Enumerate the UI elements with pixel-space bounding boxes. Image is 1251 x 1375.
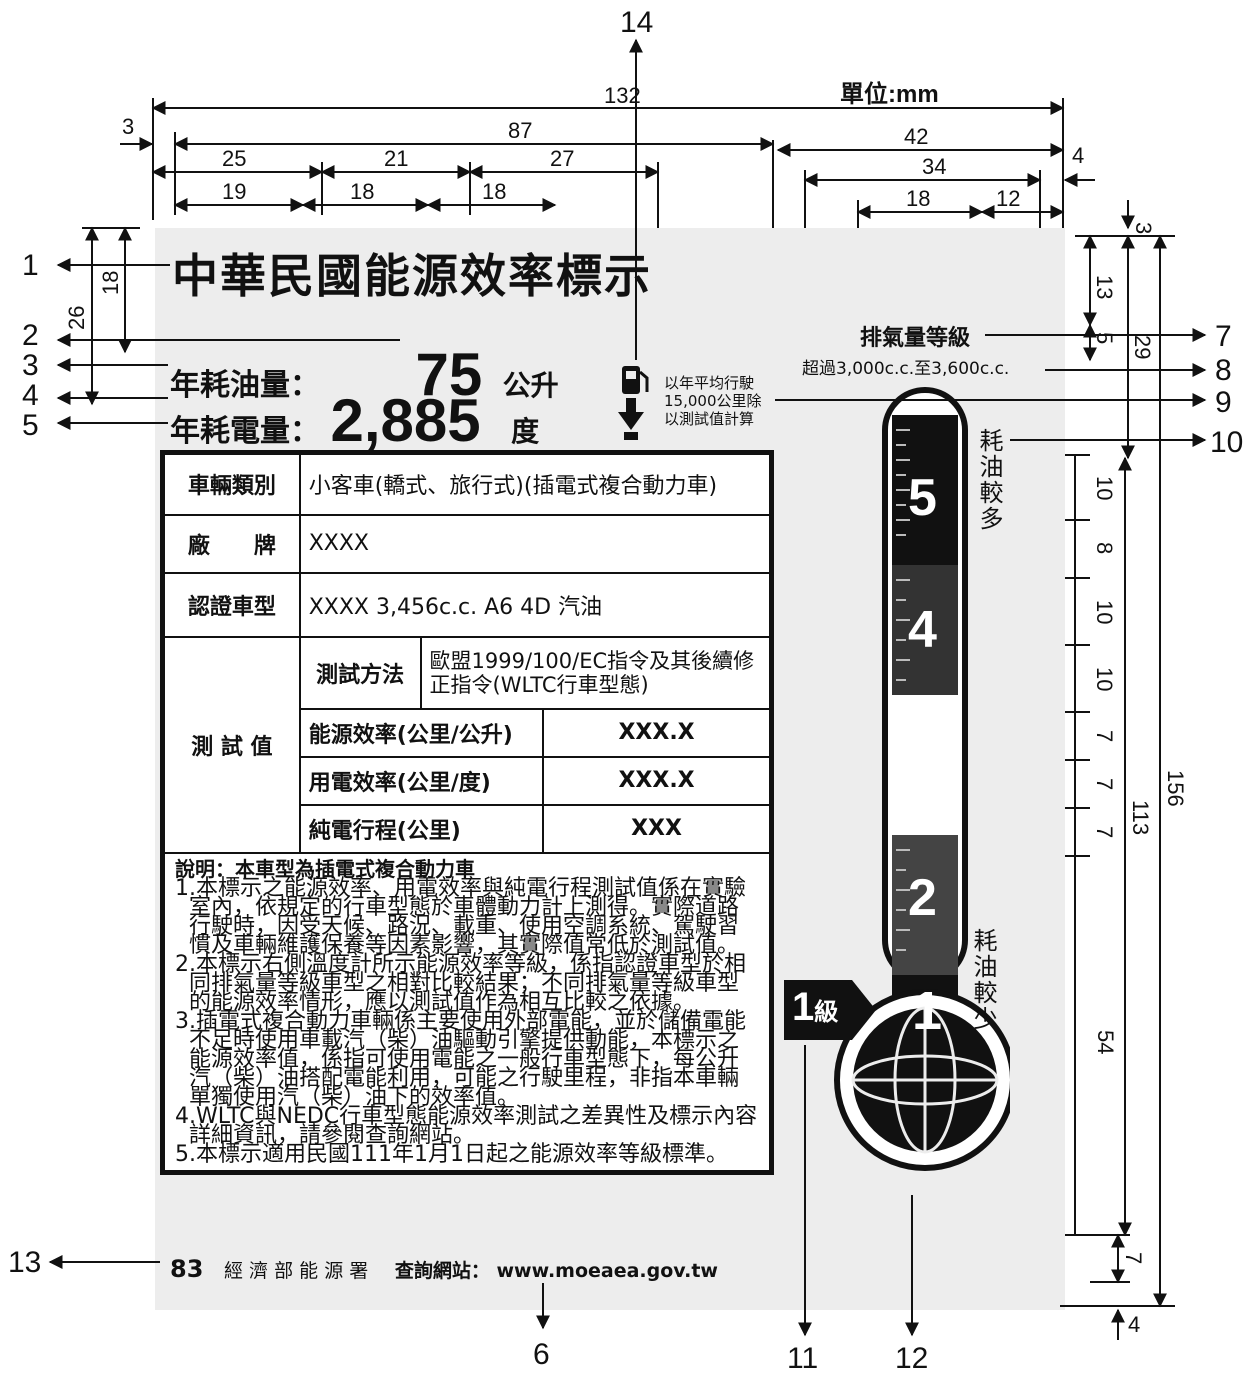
dim-87: 87 <box>508 118 532 143</box>
model-label: 認證車型 <box>161 571 301 638</box>
dim-10b: 10 <box>1092 600 1117 624</box>
label-title: 中華民國能源效率標示 <box>172 249 652 303</box>
electric-efficiency-label: 用電效率(公里/度) <box>298 755 545 806</box>
annual-electricity-value: 2,885 <box>330 387 481 454</box>
dim-18a: 18 <box>350 179 374 204</box>
energy-efficiency-value: XXX.X <box>542 707 773 758</box>
dim-13: 13 <box>1092 275 1117 299</box>
callout-1: 1 <box>22 249 39 282</box>
dim-8: 8 <box>1092 542 1117 554</box>
electric-range-label: 純電行程(公里) <box>298 803 545 854</box>
note-item: 5.本標示適用民國111年1月1日起之能源效率等級標準。 <box>175 1141 728 1167</box>
annual-fuel-value: 75 <box>415 341 483 408</box>
dim-3-right: 3 <box>1131 222 1156 234</box>
website-label: 查詢網站： <box>394 1260 490 1282</box>
model-value: XXXX 3,456c.c. A6 4D 汽油 <box>298 571 773 638</box>
dim-54: 54 <box>1093 1030 1118 1054</box>
dim-156: 156 <box>1163 770 1188 807</box>
dim-7-bottom: 7 <box>1121 1252 1146 1264</box>
callout-8: 8 <box>1215 354 1232 387</box>
callout-14: 14 <box>620 6 653 39</box>
dim-18b: 18 <box>482 179 506 204</box>
grade-marker-arrow <box>784 980 876 1040</box>
dim-5: 5 <box>1092 332 1117 344</box>
dim-42: 42 <box>904 124 928 149</box>
more-fuel-text: 耗油較多 <box>975 428 1003 532</box>
dim-7b: 7 <box>1092 778 1117 790</box>
dim-19: 19 <box>222 179 246 204</box>
vehicle-type-label: 車輛類別 <box>161 451 301 516</box>
dim-18-left: 18 <box>98 271 123 295</box>
electric-efficiency-value: XXX.X <box>542 755 773 806</box>
callout-2: 2 <box>22 319 39 352</box>
dim-4-top: 4 <box>1072 143 1084 168</box>
dim-4-bottom: 4 <box>1128 1312 1140 1337</box>
average-note: 以年平均行駛 15,000公里除 以測試值計算 <box>664 374 762 428</box>
note-item: 2.本標示右側溫度計所示能源效率等級，係指認證車型於相同排氣量等級車型之相對比較… <box>175 951 746 1015</box>
displacement-header: 排氣量等級 <box>860 326 971 351</box>
grade-4: 4 <box>908 601 937 659</box>
brand-label: 廠 牌 <box>161 513 301 574</box>
agency-logo: 83 <box>170 1255 204 1283</box>
energy-efficiency-label: 能源效率(公里/公升) <box>298 707 545 758</box>
annual-fuel-row: 年耗油量： 75 公升 <box>170 340 559 409</box>
unit-label: 單位:mm <box>840 80 939 108</box>
dim-26: 26 <box>64 306 89 330</box>
callout-3: 3 <box>22 349 39 382</box>
website-url: www.moeaea.gov.tw <box>496 1260 719 1282</box>
displacement-range: 超過3,000c.c.至3,600c.c. <box>802 359 1010 379</box>
grade-1: 1 <box>912 981 943 1041</box>
dim-21: 21 <box>384 146 408 171</box>
callout-7: 7 <box>1215 320 1232 353</box>
vehicle-type-value: 小客車(轎式、旅行式)(插電式複合動力車) <box>298 451 773 516</box>
dim-7a: 7 <box>1092 730 1117 742</box>
callout-12: 12 <box>895 1342 928 1375</box>
grade-marker: 1級 <box>792 985 839 1029</box>
dim-113: 113 <box>1128 800 1153 835</box>
dim-27: 27 <box>550 146 574 171</box>
dim-10a: 10 <box>1092 476 1117 500</box>
annual-electricity-unit: 度 <box>511 415 540 448</box>
callout-13: 13 <box>8 1246 41 1279</box>
efficiency-thermometer <box>834 387 1010 1171</box>
dim-3-left: 3 <box>122 114 134 139</box>
grade-2: 2 <box>908 869 937 927</box>
callout-11: 11 <box>787 1342 818 1375</box>
annual-fuel-label: 年耗油量： <box>170 368 320 403</box>
brand-value: XXXX <box>298 513 773 574</box>
agency-name: 經 濟 部 能 源 署 <box>224 1260 369 1282</box>
callout-10: 10 <box>1210 426 1243 459</box>
grade-5: 5 <box>908 469 937 527</box>
annual-electricity-row: 年耗電量： 2,885 度 <box>170 386 539 455</box>
dim-10c: 10 <box>1092 667 1117 691</box>
footer: 83 經 濟 部 能 源 署 查詢網站： www.moeaea.gov.tw <box>170 1255 718 1283</box>
dim-34: 34 <box>922 154 946 179</box>
callout-5: 5 <box>22 409 39 442</box>
callout-9: 9 <box>1215 386 1232 419</box>
dim-18c: 18 <box>906 186 930 211</box>
spec-table: 車輛類別 小客車(轎式、旅行式)(插電式複合動力車) 廠 牌 XXXX 認證車型… <box>160 450 774 1175</box>
callout-6: 6 <box>533 1338 550 1371</box>
annual-electricity-label: 年耗電量： <box>170 414 320 449</box>
dim-25: 25 <box>222 146 246 171</box>
less-fuel-text: 耗油較少 <box>969 928 997 1032</box>
notes-section: 說明：本車型為插電式複合動力車 1.本標示之能源效率、用電效率與純電行程測試值係… <box>161 851 773 1173</box>
test-method-label: 測試方法 <box>298 635 422 710</box>
note-item: 1.本標示之能源效率、用電效率與純電行程測試值係在實驗室內，依規定的行車型態於車… <box>175 875 746 958</box>
test-value-label: 測 試 值 <box>161 635 301 854</box>
fuel-pump-icon <box>618 366 649 440</box>
dim-132: 132 <box>604 83 641 108</box>
dim-12: 12 <box>996 186 1020 211</box>
notes-heading: 說明：本車型為插電式複合動力車 <box>175 856 475 881</box>
annual-fuel-unit: 公升 <box>502 369 559 402</box>
dim-29: 29 <box>1130 335 1155 359</box>
test-method-value: 歐盟1999/100/EC指令及其後續修正指令(WLTC行車型態) <box>419 635 773 710</box>
callout-4: 4 <box>22 379 39 412</box>
note-item: 3.插電式複合動力車輛係主要使用外部電能，並於儲備電能不足時使用車載汽（柴）油驅… <box>175 1008 746 1110</box>
note-item: 4.WLTC與NEDC行車型態能源效率測試之差異性及標示內容詳細資訊，請參閱查詢… <box>175 1103 758 1148</box>
electric-range-value: XXX <box>542 803 773 854</box>
dim-7c: 7 <box>1092 826 1117 838</box>
